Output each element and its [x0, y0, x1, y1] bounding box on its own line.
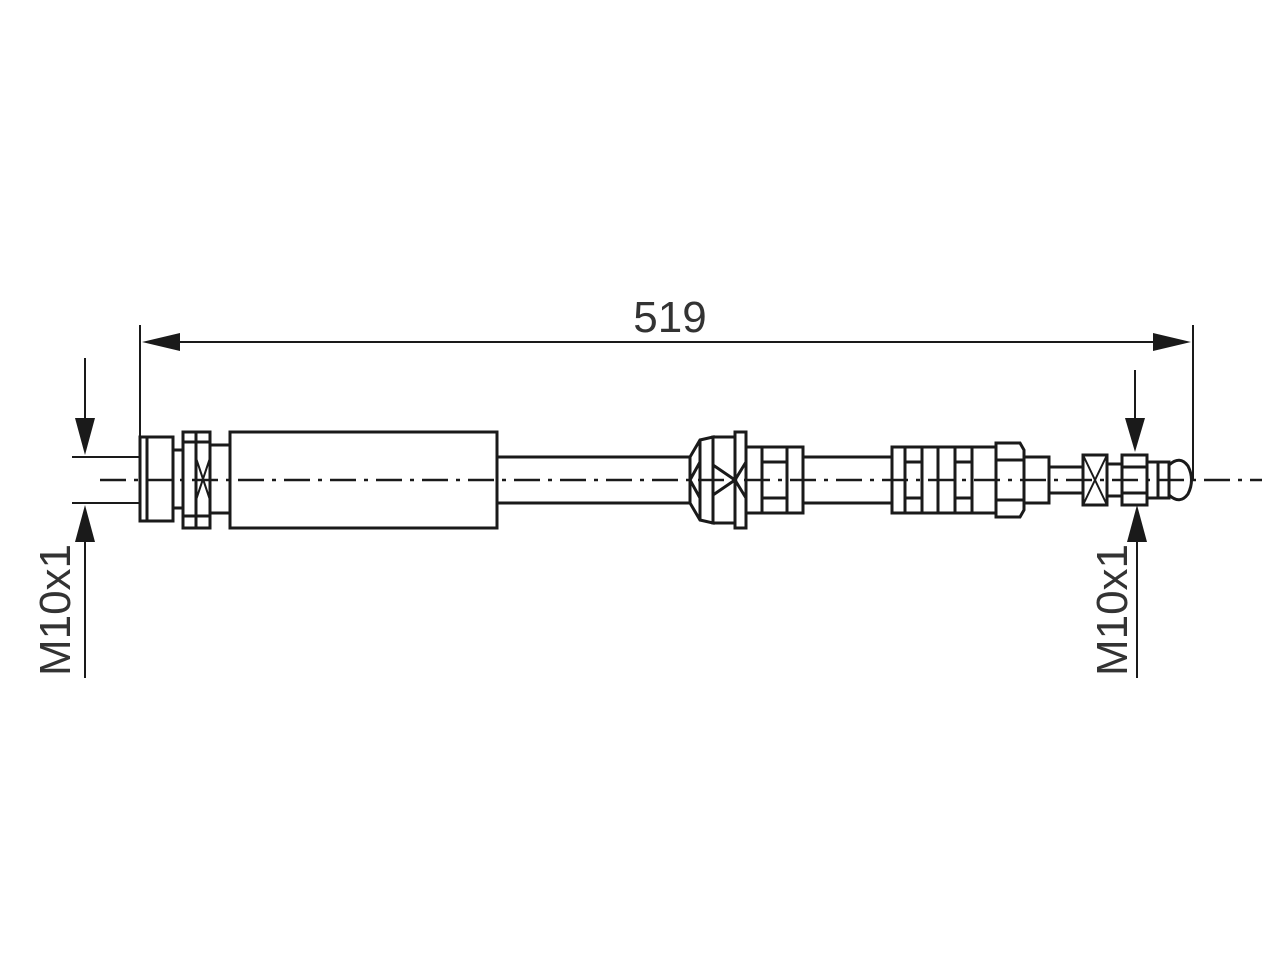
thread-dimension-right: M10x1 [1088, 370, 1147, 678]
length-label: 519 [633, 293, 706, 342]
thread-arrow-down-icon [75, 418, 95, 455]
thread-arrow-up-icon [75, 505, 95, 542]
arrow-right-icon [1153, 333, 1191, 351]
thread-left-label: M10x1 [31, 544, 80, 676]
thread-arrow-down-right-icon [1125, 418, 1145, 452]
arrow-left-icon [142, 333, 180, 351]
thread-dimension-left: M10x1 [31, 358, 140, 678]
clip-plate [733, 430, 748, 530]
end-nut-cross-2 [1082, 454, 1108, 506]
thread-right-label: M10x1 [1088, 544, 1137, 676]
thread-arrow-up-right-icon [1127, 505, 1147, 542]
hose-body [497, 455, 892, 505]
length-dimension: 519 [139, 293, 1194, 520]
